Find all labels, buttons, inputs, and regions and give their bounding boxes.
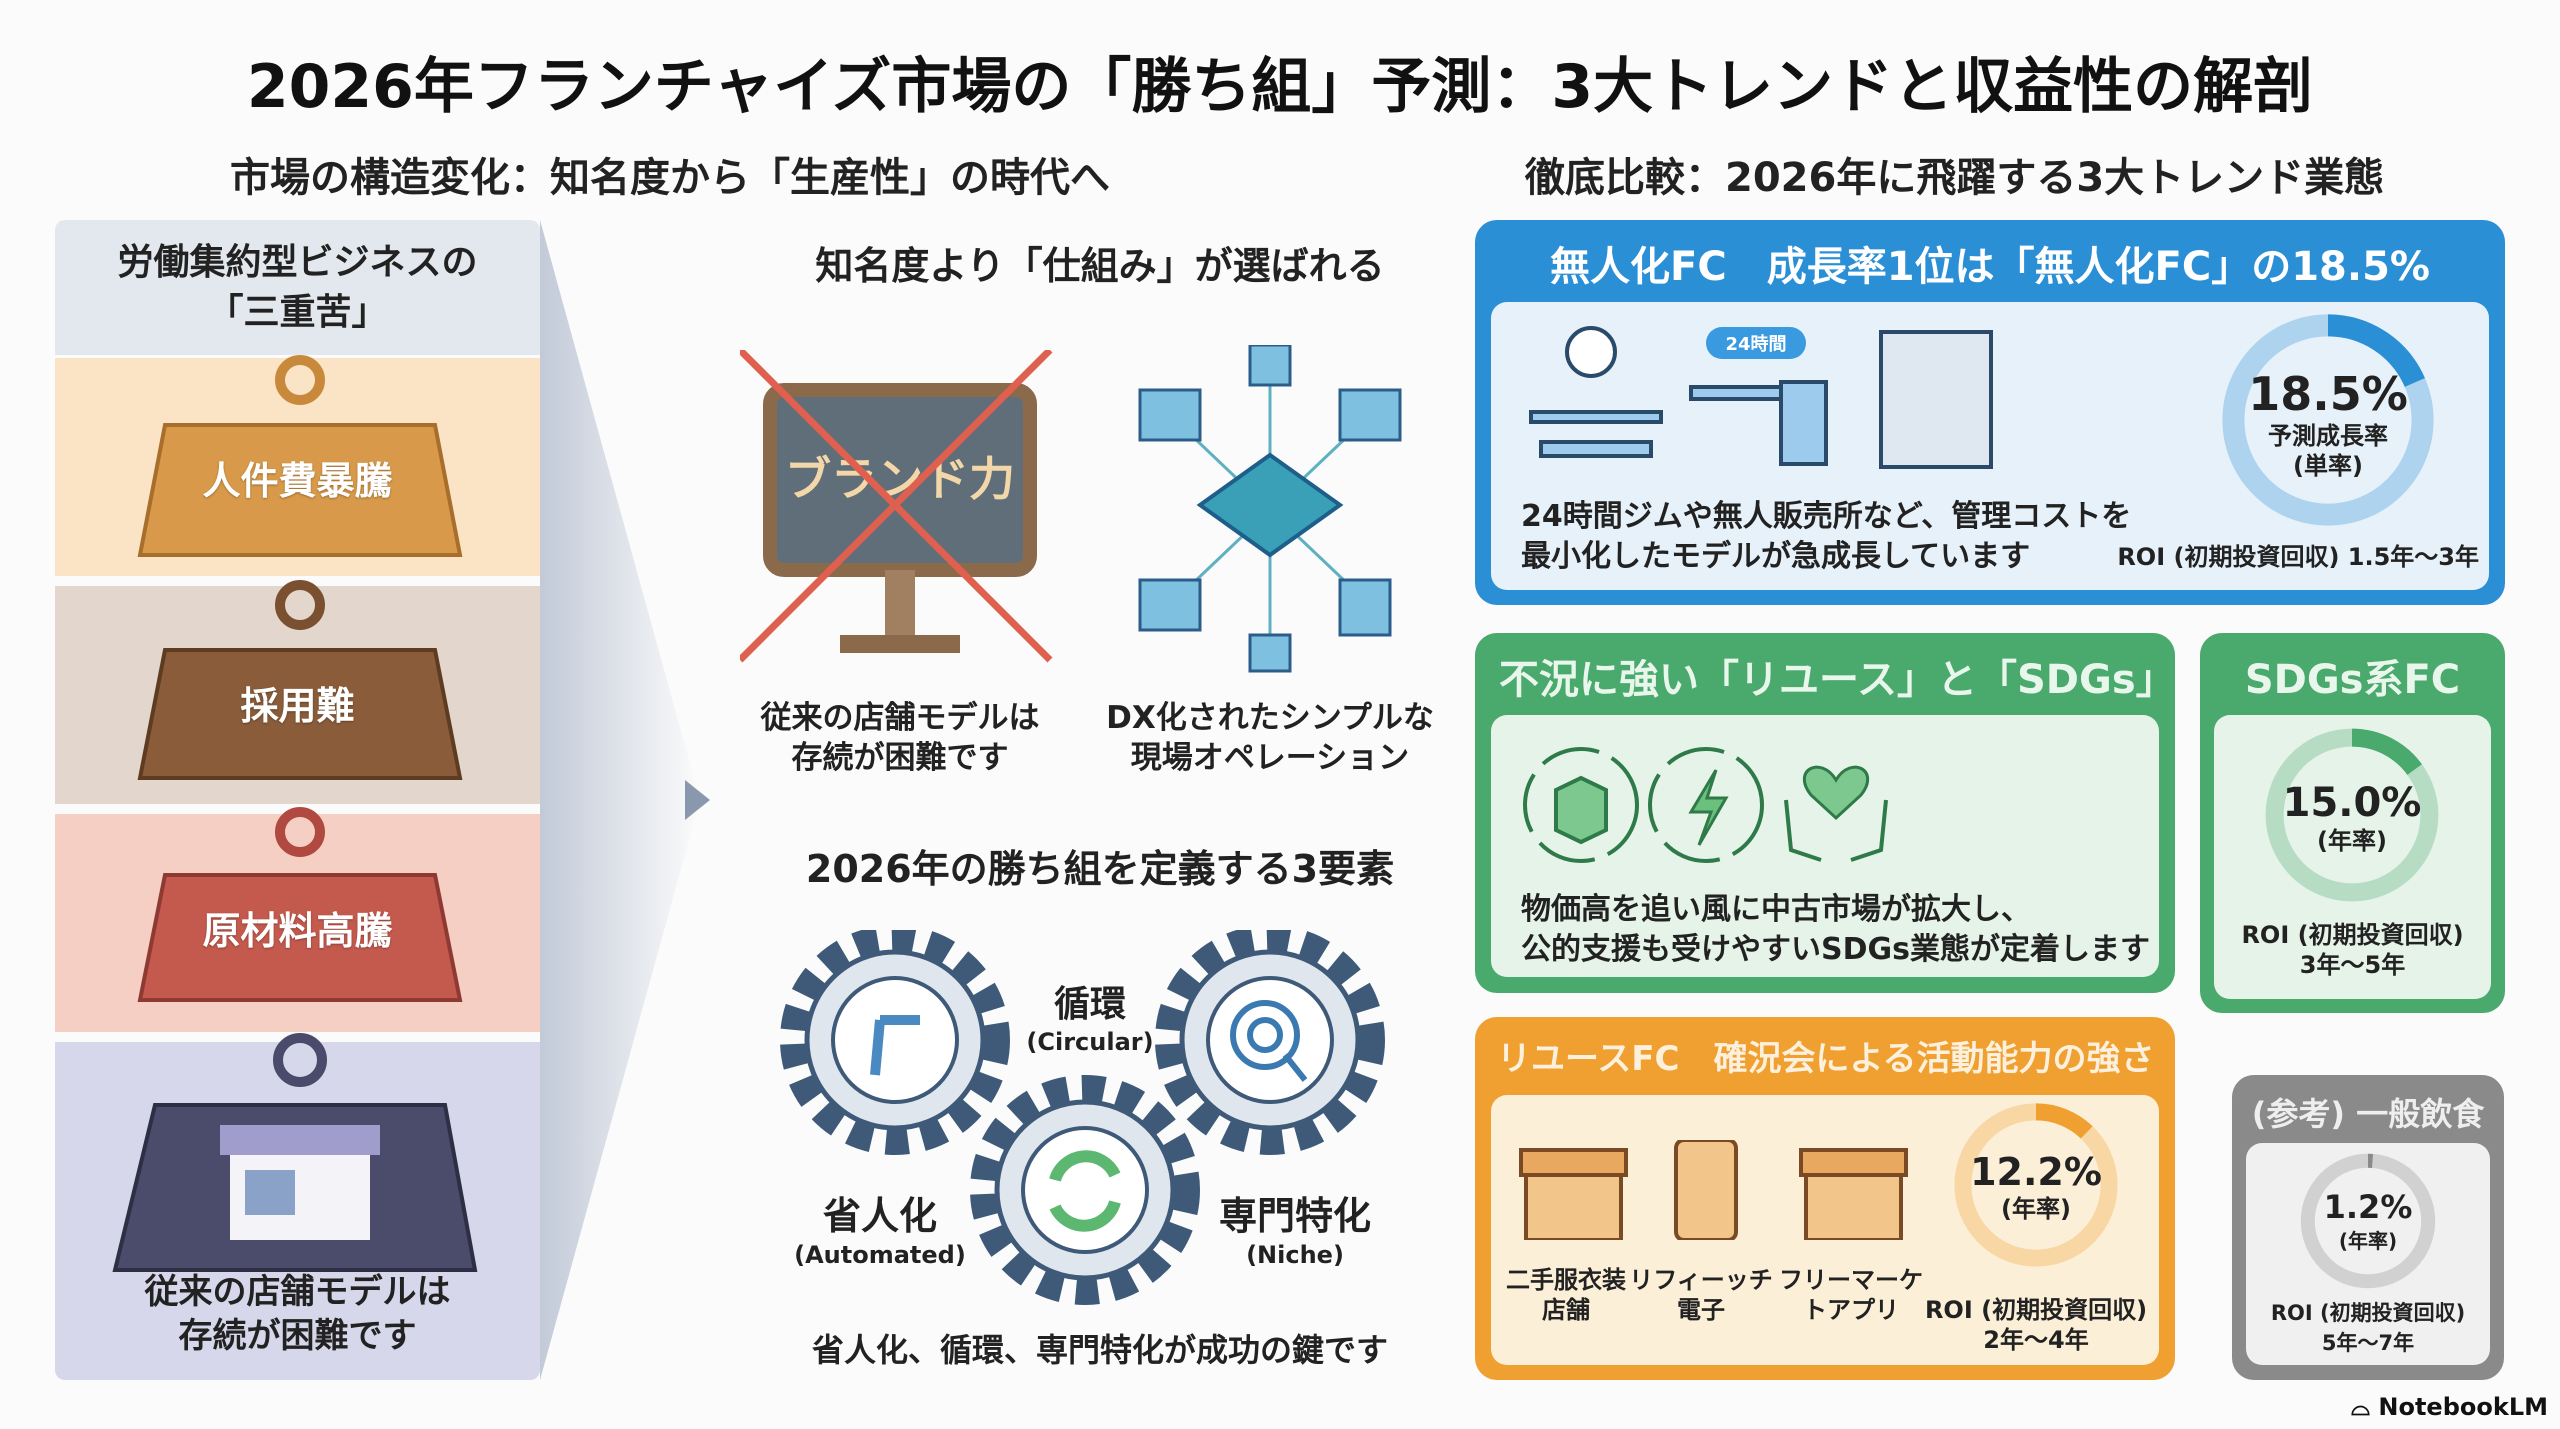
gear-label-automated: 省人化(Automated)	[794, 1194, 966, 1269]
weights-illustration	[112, 355, 478, 1272]
gym-vending-icons: 24時間	[1529, 326, 1993, 469]
weight-icon	[137, 807, 463, 1002]
weight-icon	[137, 355, 463, 557]
notebooklm-logo-icon: ⌓	[2351, 1393, 2379, 1421]
elements-footer: 省人化、循環、専門特化が成功の鍵です	[811, 1331, 1388, 1369]
store-weight-icon	[112, 1033, 478, 1272]
general-dining-card: (参考) 一般飲食 1.2% (年率) ROI (初期投資回収) 5年〜7年	[2232, 1075, 2504, 1380]
weight-label: 採用難	[240, 684, 355, 728]
recycle-arrows-icon	[1049, 1150, 1121, 1232]
notebooklm-brand: ⌓ NotebookLM	[2351, 1393, 2548, 1421]
item-label: 二手服衣装	[1506, 1266, 1626, 1294]
donut-sub: (年率)	[2001, 1195, 2071, 1223]
panel-title: 労働集約型ビジネスの 「三重苦」	[117, 242, 478, 333]
sdgs-fc-card: SDGs系FC 15.0%(年率) ROI (初期投資回収)3年〜5年	[2200, 633, 2505, 1013]
donut-sub: (年率)	[2317, 827, 2387, 855]
target-search-icon	[1230, 1000, 1308, 1082]
card-header: リユースFC 確況会による活動能力の強さ	[1497, 1039, 2155, 1079]
eco-icons	[1523, 747, 1888, 863]
right-section-heading: 徹底比較：2026年に飛躍する3大トレンド業態	[1525, 155, 2385, 201]
reuse-fc-card: リユースFC 確況会による活動能力の強さ 二手服衣装店舗 リフィーッチ電子 フリ…	[1475, 1017, 2175, 1380]
brand-sign-crossed-icon: ブランド力	[740, 350, 1053, 663]
roi-value: 2年〜4年	[1983, 1326, 2089, 1354]
lightning-icon	[1688, 769, 1729, 846]
unmanned-description: 24時間ジムや無人販売所など、管理コストを最小化したモデルが急成長しています	[1521, 499, 2132, 574]
growth-donut-chart	[2265, 728, 2439, 902]
24h-badge: 24時間	[1725, 334, 1786, 355]
gears-illustration	[780, 930, 1385, 1305]
card-header: SDGs系FC	[2244, 657, 2461, 703]
roi-label: ROI (初期投資回収)	[2241, 921, 2464, 949]
donut-value: 1.2%	[2323, 1188, 2413, 1226]
caption-old-model: 従来の店舗モデルは存続が困難です	[760, 700, 1040, 776]
middle-heading: 知名度より「仕組み」が選ばれる	[815, 244, 1385, 288]
roi-text: ROI (初期投資回収) 1.5年〜3年	[2117, 543, 2479, 571]
roi-label: ROI (初期投資回収)	[1924, 1296, 2148, 1324]
caption-dx: DX化されたシンプルな現場オペレーション	[1106, 700, 1434, 776]
donut-value: 12.2%	[1970, 1150, 2102, 1194]
weight-label: 人件費暴騰	[202, 459, 393, 503]
page-title: 2026年フランチャイズ市場の「勝ち組」予測：3大トレンドと収益性の解剖	[246, 52, 2314, 122]
weight-label: 原材料高騰	[202, 909, 393, 953]
dx-network-icon	[1138, 345, 1402, 673]
item-label: フリーマーケ	[1779, 1266, 1923, 1294]
heart-hands-icon	[1802, 765, 1870, 821]
donut-track	[2300, 1153, 2436, 1289]
card-header: 不況に強い「リユース」と「SDGs」	[1499, 657, 2176, 703]
elements-heading: 2026年の勝ち組を定義する3要素	[805, 847, 1395, 891]
roi-value: 5年〜7年	[2321, 1331, 2415, 1355]
donut-sub: (年率)	[2338, 1229, 2398, 1253]
gear-label-niche: 専門特化(Niche)	[1218, 1194, 1371, 1269]
weight-icon	[137, 580, 463, 780]
roi-value: 3年〜5年	[2299, 951, 2406, 979]
donut-value-arc	[2265, 728, 2439, 902]
growth-donut-chart	[1954, 1103, 2118, 1267]
box-icon	[1554, 775, 1608, 845]
card-header: (参考) 一般飲食	[2251, 1095, 2485, 1133]
robot-arm-icon	[870, 1015, 920, 1076]
left-section-heading: 市場の構造変化：知名度から「生産性」の時代へ	[230, 155, 1110, 201]
donut-value: 15.0%	[2282, 780, 2422, 826]
item-label: リフィーッチ	[1629, 1266, 1773, 1294]
reuse-sdgs-card: 不況に強い「リユース」と「SDGs」 物価高を追い風に中古市場が拡大し、公的支援…	[1475, 633, 2176, 993]
panel-bottom-text: 従来の店舗モデルは 存続が困難です	[144, 1272, 451, 1356]
card-header: 無人化FC 成長率1位は「無人化FC」の18.5%	[1550, 244, 2430, 290]
unmanned-fc-card: 無人化FC 成長率1位は「無人化FC」の18.5% 24時間 24時間ジムや無人…	[1475, 220, 2505, 605]
reuse-icons	[1519, 1140, 1908, 1240]
roi-label: ROI (初期投資回収)	[2270, 1301, 2466, 1325]
donut-label: 18.5% 予測成長率 (単率)	[2248, 367, 2408, 480]
donut-value-arc	[2222, 314, 2434, 526]
growth-donut-chart	[2300, 1153, 2436, 1289]
triple-burden-panel: 労働集約型ビジネスの 「三重苦」 人件費暴騰 採用難 原材料高騰 従来の店舗モデ…	[55, 220, 540, 1380]
reuse-sdgs-description: 物価高を追い風に中古市場が拡大し、公的支援も受けやすいSDGs業態が定着します	[1521, 892, 2150, 967]
gear-label-circular: 循環(Circular)	[1026, 984, 1154, 1056]
growth-donut-chart	[2222, 314, 2434, 526]
arrow-shape	[540, 220, 710, 1380]
donut-value-arc	[1954, 1103, 2118, 1267]
